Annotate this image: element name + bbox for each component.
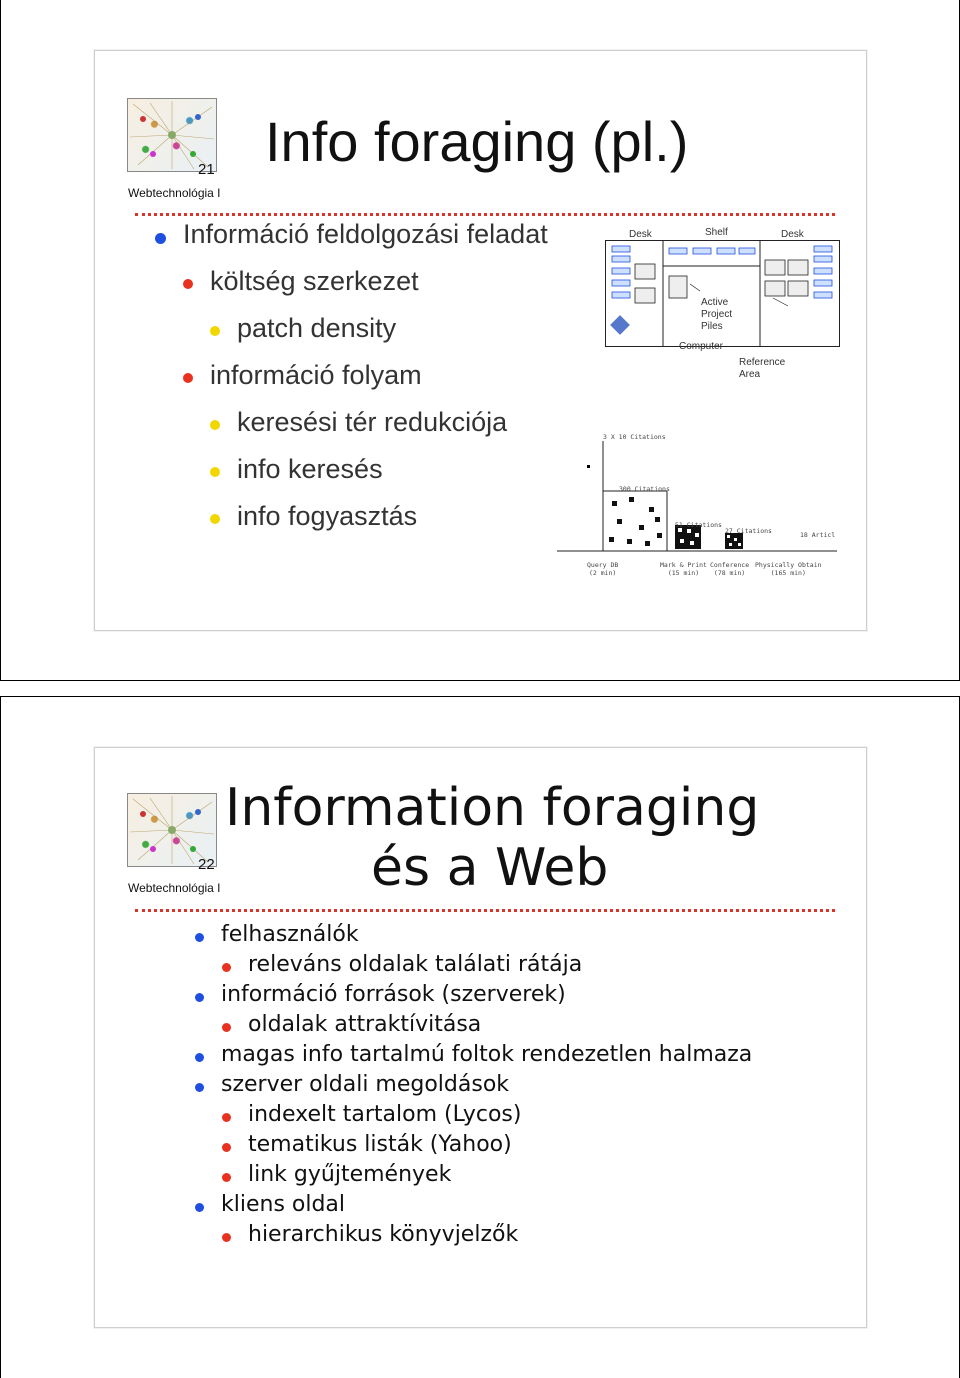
slide-number: 21 [198,161,215,178]
bullet-marker [195,933,204,942]
bullet-marker [183,373,193,383]
bullet-item: információ források (szerverek) [221,982,566,1007]
label-desk-left: Desk [629,229,652,240]
slide-title: Info foraging (pl.) [265,110,689,173]
slide-thumbnail-image [127,793,217,867]
office-layout-diagram [605,240,840,347]
label-reference-area: Reference Area [739,357,786,380]
bullet-marker [222,1233,231,1242]
bullet-marker [195,1083,204,1092]
bullet-marker [195,1053,204,1062]
slide-thumbnail-image [127,98,217,172]
label-stage-obtain: Physically Obtain (165 min) [755,561,822,577]
label-citations-51: 51 Citations [675,521,722,529]
label-computer: Computer [679,341,723,352]
bullet-item: Információ feldolgozási feladat [183,219,548,249]
bullet-item: oldalak attraktívitása [248,1012,482,1037]
slide-title-line1: Information foraging [225,778,760,838]
bullet-item: kliens oldal [221,1192,346,1217]
bullet-item: magas info tartalmú foltok rendezetlen h… [221,1042,753,1067]
bullet-item: patch density [237,313,397,343]
label-citations-300: 300 Citations [619,485,670,493]
bullet-item: tematikus listák (Yahoo) [248,1132,512,1157]
title-divider [135,909,835,912]
label-desk-right: Desk [781,229,804,240]
label-stage-query: Query DB (2 min) [587,561,619,577]
bullet-marker [222,1173,231,1182]
bullet-marker [222,1023,231,1032]
bullet-item: indexelt tartalom (Lycos) [248,1102,522,1127]
bullet-item: költség szerkezet [210,266,419,296]
bullet-marker [210,420,220,430]
bullet-marker [222,1113,231,1122]
bullet-item: releváns oldalak találati rátája [248,952,583,977]
label-citations-top: 3 X 10 Citations [603,433,666,441]
label-shelf: Shelf [705,227,728,238]
label-active-piles: Active Project Piles [701,297,733,332]
bullet-item: link gyűjtemények [248,1162,452,1187]
bullet-item: info keresés [237,454,383,484]
slide-number: 22 [198,856,215,873]
bullet-marker [210,467,220,477]
course-label: Webtechnológia I [128,186,221,200]
bullet-marker [155,233,166,244]
bullet-marker [222,1143,231,1152]
page-frame-top: 21 Webtechnológia I Info foraging (pl.) … [0,0,960,681]
label-articles-18: 18 Articl [800,531,836,539]
label-stage-mark: Mark & Print (15 min) [660,561,707,577]
bullet-marker [210,514,220,524]
bullet-marker [195,1203,204,1212]
bullet-marker [222,963,231,972]
bullet-marker [183,279,193,289]
bullet-marker [210,326,220,336]
bullet-item: szerver oldali megoldások [221,1072,510,1097]
page-frame-bottom: 22 Webtechnológia I Information foraging… [0,696,960,1378]
slide-21: 21 Webtechnológia I Info foraging (pl.) … [94,50,867,631]
bullet-item: keresési tér redukciója [237,407,508,437]
bullet-item: hierarchikus könyvjelzők [248,1222,519,1247]
label-stage-conference: Conference (78 min) [710,561,750,577]
bullet-item: információ folyam [210,360,422,390]
citation-funnel-diagram [557,441,837,552]
course-label: Webtechnológia I [128,881,221,895]
label-citations-27: 27 Citations [725,527,772,535]
bullet-item: felhasználók [221,922,359,947]
slide-22: 22 Webtechnológia I Information foraging… [94,747,867,1328]
bullet-marker [195,993,204,1002]
slide-title-line2: és a Web [371,838,609,898]
title-divider [135,213,835,216]
bullet-item: info fogyasztás [237,501,418,531]
